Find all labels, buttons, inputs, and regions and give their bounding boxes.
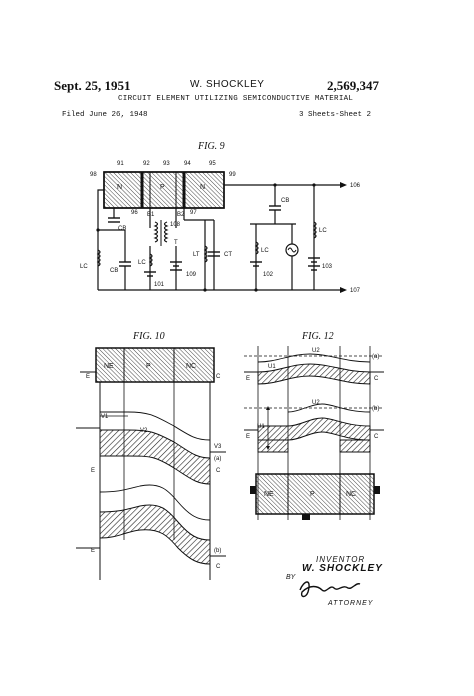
fig10-label-e-b: E <box>91 548 95 554</box>
fig10-label-e-top: E <box>86 374 90 380</box>
comp-lc-left: LC <box>80 264 88 270</box>
fig10-label-e-a: E <box>91 468 95 474</box>
attorney-signature <box>299 581 361 598</box>
patent-date: Sept. 25, 1951 <box>54 78 131 93</box>
fig12-drawing <box>244 346 384 520</box>
ref-92: 92 <box>143 161 150 167</box>
ref-101: 101 <box>154 282 165 288</box>
header-inventor: W. SHOCKLEY <box>190 79 265 90</box>
ref-b2: B2 <box>177 212 185 218</box>
fig10-label-c-b: C <box>216 564 221 570</box>
patent-number: 2,569,347 <box>327 78 379 93</box>
fig10-label-c-a: C <box>216 468 221 474</box>
ref-91: 91 <box>117 161 124 167</box>
fig10-label-b: (b) <box>214 548 221 554</box>
comp-ct: CT <box>224 252 232 258</box>
fig12-label-u1-b: U1 <box>257 424 265 430</box>
fig9-label: FIG. 9 <box>198 141 225 152</box>
inventor-name: W. SHOCKLEY <box>302 563 383 574</box>
ref-94: 94 <box>184 161 191 167</box>
comp-lc-right: LC <box>261 248 269 254</box>
ref-102: 102 <box>263 272 274 278</box>
ref-108: 108 <box>170 222 181 228</box>
patent-title: CIRCUIT ELEMENT UTILIZING SEMICONDUCTIVE… <box>118 95 354 103</box>
fig10-label: FIG. 10 <box>133 331 165 342</box>
fig12-label-u2-a: U2 <box>312 348 320 354</box>
comp-t: T <box>174 240 178 246</box>
ref-107: 107 <box>350 288 361 294</box>
ref-98: 98 <box>90 172 97 178</box>
fig12-label-u2-b: U2 <box>312 400 320 406</box>
ref-109: 109 <box>186 272 197 278</box>
fig12-region-ne: NE <box>264 491 274 498</box>
inventor-label: INVENTOR <box>316 555 366 564</box>
ref-95: 95 <box>209 161 216 167</box>
comp-cb-right: CB <box>281 198 289 204</box>
fig10-region-ne: NE <box>104 363 114 370</box>
fig10-label-v3: V3 <box>214 444 222 450</box>
fig9-region-n1: N <box>117 184 122 191</box>
fig12-label-e-a: E <box>246 376 250 382</box>
fig10-region-p: P <box>146 363 151 370</box>
fig9-region-n2: N <box>200 184 205 191</box>
fig12-label-e-b: E <box>246 434 250 440</box>
ref-99: 99 <box>229 172 236 178</box>
ref-103: 103 <box>322 264 333 270</box>
by-label: BY <box>286 574 296 581</box>
ref-b1: B1 <box>147 212 155 218</box>
fig10-region-nc: NC <box>186 363 196 370</box>
comp-cb-lower: CB <box>110 268 118 274</box>
comp-lt: LT <box>193 252 200 258</box>
fig12-label-c-a: C <box>374 376 379 382</box>
fig12-label-c-b: C <box>374 434 379 440</box>
ref-106: 106 <box>350 183 361 189</box>
fig10-drawing <box>76 347 226 580</box>
fig12-region-nc: NC <box>346 491 356 498</box>
ref-97: 97 <box>190 210 197 216</box>
fig10-label-c-top: C <box>216 374 221 380</box>
attorney-label: ATTORNEY <box>328 600 374 607</box>
fig12-label: FIG. 12 <box>302 331 334 342</box>
fig9-region-p: P <box>160 184 165 191</box>
ref-93: 93 <box>163 161 170 167</box>
fig12-label-u1-a: U1 <box>268 364 276 370</box>
filed-date: Filed June 26, 1948 <box>62 111 148 119</box>
sheet-count: 3 Sheets-Sheet 2 <box>299 111 372 119</box>
comp-lc-out: LC <box>319 228 327 234</box>
fig10-label-v2: V2 <box>140 428 148 434</box>
fig12-label-b: (b) <box>372 406 379 412</box>
ref-96: 96 <box>131 210 138 216</box>
fig10-label-a: (a) <box>214 456 221 462</box>
fig12-label-a: (a) <box>372 354 379 360</box>
comp-lc-mid: LC <box>138 260 146 266</box>
comp-cb-left: CB <box>118 226 126 232</box>
fig10-label-v1: V1 <box>101 414 109 420</box>
fig12-region-p: P <box>310 491 315 498</box>
